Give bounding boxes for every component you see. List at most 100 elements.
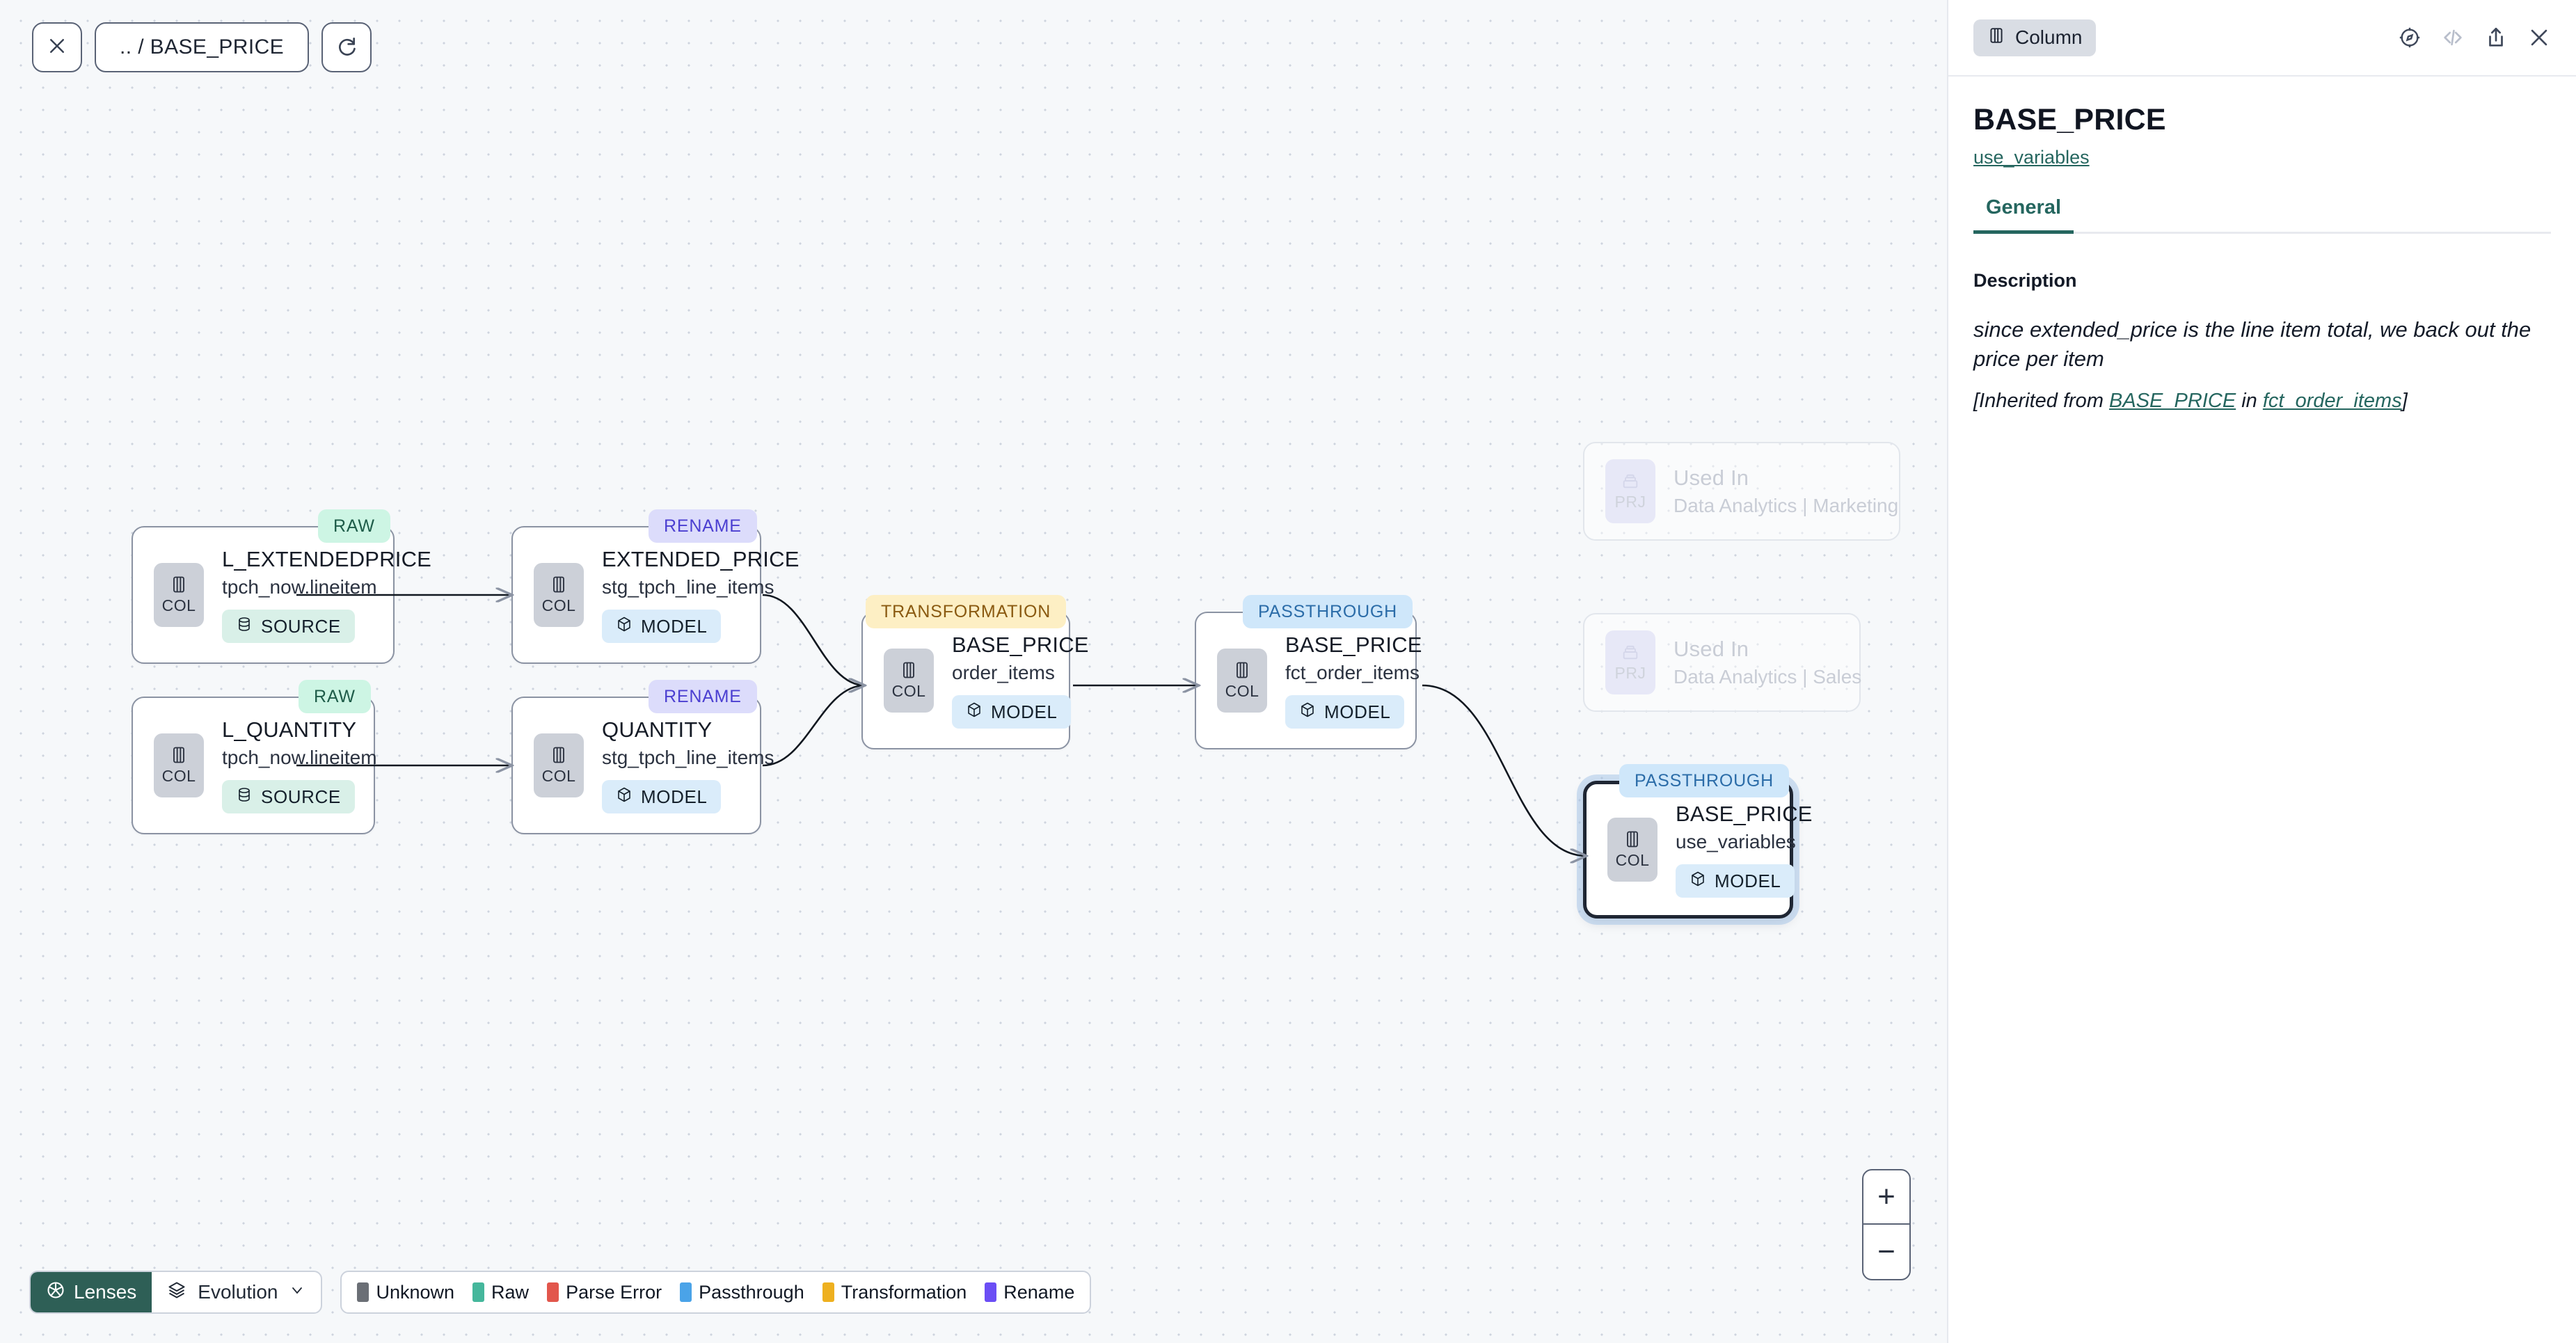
- node-subtitle: fct_order_items: [1285, 662, 1420, 683]
- share-icon[interactable]: [2484, 26, 2508, 49]
- legend-label: Rename: [1003, 1281, 1075, 1303]
- node-icon-label: COL: [541, 596, 576, 614]
- node-icon-label: PRJ: [1614, 493, 1646, 511]
- node-kind-label: MODEL: [1324, 701, 1391, 722]
- node-status-badge: PASSTHROUGH: [1619, 764, 1790, 797]
- node-title: QUANTITY: [602, 717, 713, 742]
- node-status-badge: RAW: [318, 509, 390, 543]
- lenses-button[interactable]: Lenses: [31, 1272, 152, 1312]
- node-status-badge: RENAME: [649, 680, 757, 713]
- node-icon-label: COL: [541, 767, 576, 785]
- zoom-in-button[interactable]: +: [1863, 1170, 1909, 1225]
- node-kind-chip: MODEL: [1285, 695, 1405, 729]
- page-title: BASE_PRICE: [1973, 103, 2166, 136]
- column-icon: COL: [1217, 649, 1267, 713]
- legend-item[interactable]: Unknown: [357, 1282, 454, 1303]
- parent-model-link[interactable]: use_variables: [1973, 147, 2090, 168]
- evolution-label: Evolution: [198, 1281, 278, 1303]
- legend-swatch: [680, 1282, 692, 1302]
- column-icon: COL: [534, 733, 584, 797]
- inherited-suffix: ]: [2401, 390, 2408, 413]
- node-icon-label: COL: [161, 767, 196, 785]
- close-lineage-button[interactable]: [32, 22, 82, 72]
- legend-item[interactable]: Parse Error: [547, 1282, 662, 1303]
- node-title: Used In: [1673, 637, 1749, 661]
- tab-general[interactable]: General: [1973, 196, 2074, 234]
- node-icon-label: COL: [1225, 682, 1259, 700]
- database-icon: [236, 786, 253, 808]
- node-title: Used In: [1673, 466, 1749, 490]
- description-text: since extended_price is the line item to…: [1973, 317, 2531, 371]
- column-icon: COL: [534, 563, 584, 627]
- legend-swatch: [822, 1282, 834, 1302]
- inherited-model-link[interactable]: fct_order_items: [2262, 390, 2402, 413]
- node-icon-label: PRJ: [1614, 664, 1646, 682]
- node-subtitle: tpch_now.lineitem: [222, 576, 377, 598]
- legend-item[interactable]: Rename: [985, 1282, 1074, 1303]
- column-icon: COL: [154, 733, 204, 797]
- panel-tabs: General: [1973, 196, 2551, 234]
- compass-icon[interactable]: [2398, 26, 2422, 49]
- node-kind-chip: MODEL: [1676, 864, 1795, 898]
- node-status-badge: RENAME: [649, 509, 757, 543]
- node-subtitle: use_variables: [1676, 831, 1796, 852]
- panel-body: BASE_PRICE use_variables General Descrip…: [1948, 77, 2576, 413]
- code-icon[interactable]: [2441, 26, 2465, 49]
- node-icon-label: COL: [1615, 851, 1650, 869]
- legend-item[interactable]: Transformation: [822, 1282, 967, 1303]
- evolution-dropdown[interactable]: Evolution: [152, 1272, 321, 1312]
- legend-item[interactable]: Raw: [472, 1282, 529, 1303]
- project-icon: PRJ: [1605, 630, 1655, 694]
- cube-icon: [966, 701, 983, 723]
- node-subtitle: stg_tpch_line_items: [602, 747, 774, 768]
- node-kind-label: MODEL: [1715, 870, 1781, 891]
- node-kind-label: SOURCE: [261, 786, 341, 807]
- panel-header: Column: [1948, 0, 2576, 77]
- node-title: BASE_PRICE: [1676, 802, 1813, 826]
- layers-icon: [167, 1280, 186, 1305]
- legend-swatch: [357, 1282, 369, 1302]
- lineage-canvas[interactable]: .. / BASE_PRICE: [0, 0, 1947, 1343]
- inherited-column-link[interactable]: BASE_PRICE: [2109, 390, 2236, 413]
- legend-swatch: [472, 1282, 485, 1302]
- column-icon: COL: [884, 649, 934, 713]
- entity-type-badge: Column: [1973, 19, 2097, 56]
- node-subtitle: tpch_now.lineitem: [222, 747, 377, 768]
- close-icon[interactable]: [2527, 26, 2551, 49]
- database-icon: [236, 616, 253, 637]
- refresh-button[interactable]: [321, 22, 372, 72]
- details-panel: Column BASE_PRICE use_variables: [1947, 0, 2576, 1343]
- node-title: BASE_PRICE: [1285, 633, 1422, 657]
- cube-icon: [1299, 701, 1316, 723]
- column-icon: [1987, 26, 2005, 49]
- node-kind-chip: MODEL: [602, 610, 722, 643]
- node-status-badge: TRANSFORMATION: [866, 595, 1067, 628]
- node-subtitle: stg_tpch_line_items: [602, 576, 774, 598]
- aperture-icon: [46, 1280, 65, 1305]
- entity-type-label: Column: [2015, 26, 2083, 48]
- legend-swatch: [547, 1282, 559, 1302]
- column-icon: COL: [1607, 818, 1657, 882]
- legend-item[interactable]: Passthrough: [680, 1282, 804, 1303]
- cube-icon: [616, 616, 633, 637]
- zoom-out-button[interactable]: −: [1877, 1234, 1895, 1269]
- legend-label: Parse Error: [566, 1281, 662, 1303]
- legend-swatch: [985, 1282, 997, 1302]
- breadcrumb[interactable]: .. / BASE_PRICE: [95, 22, 310, 72]
- zoom-controls: + −: [1862, 1169, 1911, 1280]
- node-title: L_QUANTITY: [222, 717, 357, 742]
